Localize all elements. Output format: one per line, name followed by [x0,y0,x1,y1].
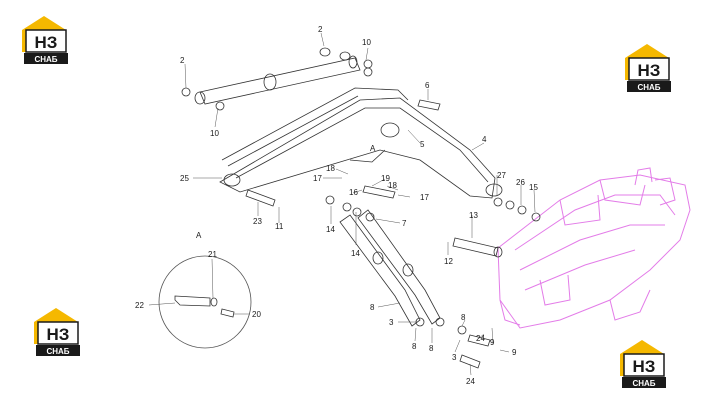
brand-logo-bottom-right: НЗ СНАБ [620,340,666,388]
boom-drawing [219,87,503,199]
callout-18: 18 [326,164,335,173]
callout-2: 2 [180,56,185,65]
detail-a-view [158,255,252,349]
upper-frame-drawing [497,167,691,329]
callout-10: 10 [362,38,371,47]
callout-20: 20 [252,310,261,319]
callout-11: 11 [275,222,284,231]
cylinder-lower-drawing [325,195,445,327]
logo-mark: НЗ [47,325,70,344]
callout-19: 19 [381,174,390,183]
logo-caption: СНАБ [34,55,57,64]
callout-4: 4 [482,135,487,144]
callout-9: 9 [490,338,495,347]
logo-caption: СНАБ [632,379,655,388]
callout-14: 14 [326,225,335,234]
callout-14: 14 [351,249,360,258]
callout-18: 18 [388,181,397,190]
callout-16: 16 [349,188,358,197]
callout-8: 8 [429,344,434,353]
cylinder-top-drawing [181,47,373,111]
callout-5: 5 [420,140,425,149]
callout-labels: 2 10 2 10 6 5 4 25 18 17 19 16 18 17 27 … [135,25,538,386]
brand-logo-top-right: НЗ СНАБ [625,44,671,92]
callout-15: 15 [529,183,538,192]
callout-8: 8 [370,303,375,312]
callout-24: 24 [476,334,485,343]
callout-13: 13 [469,211,478,220]
callout-27: 27 [497,171,506,180]
callout-12: 12 [444,257,453,266]
callout-26: 26 [516,178,525,187]
callout-3: 3 [389,318,394,327]
callout-17: 17 [313,174,322,183]
detail-label-a: A [196,231,202,240]
logo-caption: СНАБ [46,347,69,356]
callout-7: 7 [402,219,407,228]
logo-mark: НЗ [638,61,661,80]
callout-9: 9 [512,348,517,357]
logo-caption: СНАБ [637,83,660,92]
callout-23: 23 [253,217,262,226]
callout-21: 21 [208,250,217,259]
callout-2: 2 [318,25,323,34]
view-label-a: A [370,144,376,153]
logo-mark: НЗ [633,357,656,376]
logo-mark: НЗ [35,33,58,52]
callout-10: 10 [210,129,219,138]
leader-lines [148,32,536,376]
callout-3: 3 [452,353,457,362]
callout-22: 22 [135,301,144,310]
callout-8: 8 [461,313,466,322]
callout-8: 8 [412,342,417,351]
callout-6: 6 [425,81,430,90]
callout-24: 24 [466,377,475,386]
brand-logo-top-left: НЗ СНАБ [22,16,68,64]
pins-drawing [245,99,541,369]
brand-logo-bottom-left: НЗ СНАБ [34,308,80,356]
callout-25: 25 [180,174,189,183]
callout-17: 17 [420,193,429,202]
